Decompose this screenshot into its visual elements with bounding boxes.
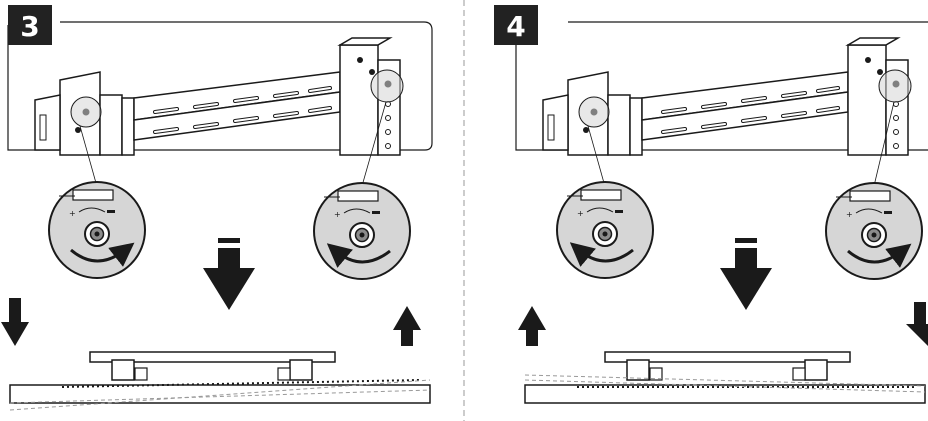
step-panel-3: 3 — [1, 5, 433, 411]
step-number: 4 — [506, 10, 525, 43]
step-number: 3 — [20, 10, 39, 43]
down-arrow-icon — [720, 238, 772, 310]
down-arrow-icon — [906, 302, 928, 346]
mount-rail-drawing — [541, 36, 910, 157]
step-badge: 4 — [494, 5, 538, 45]
down-arrow-icon — [1, 298, 29, 346]
up-arrow-icon — [518, 306, 546, 346]
rotate-arrow-icon — [847, 243, 912, 268]
adjust-bolt-icon — [825, 182, 923, 280]
rotate-arrow-icon — [70, 242, 135, 267]
down-arrow-icon — [203, 238, 255, 310]
rotate-arrow-icon — [326, 243, 391, 268]
up-arrow-icon — [393, 306, 421, 346]
adjust-bolt-icon — [313, 182, 411, 280]
adjust-bolt-icon — [556, 181, 654, 279]
left-adjuster-detail — [48, 181, 146, 279]
right-adjuster-detail — [825, 182, 923, 280]
detail-frame — [515, 21, 928, 151]
right-adjuster-detail — [313, 182, 411, 280]
step-panel-4: 4 — [494, 5, 928, 404]
left-adjuster-detail — [556, 181, 654, 279]
adjust-bolt-icon — [48, 181, 146, 279]
step-badge: 3 — [8, 5, 52, 45]
rotate-arrow-icon — [569, 242, 634, 267]
bar-assembly — [9, 351, 431, 411]
bar-assembly — [524, 351, 926, 404]
